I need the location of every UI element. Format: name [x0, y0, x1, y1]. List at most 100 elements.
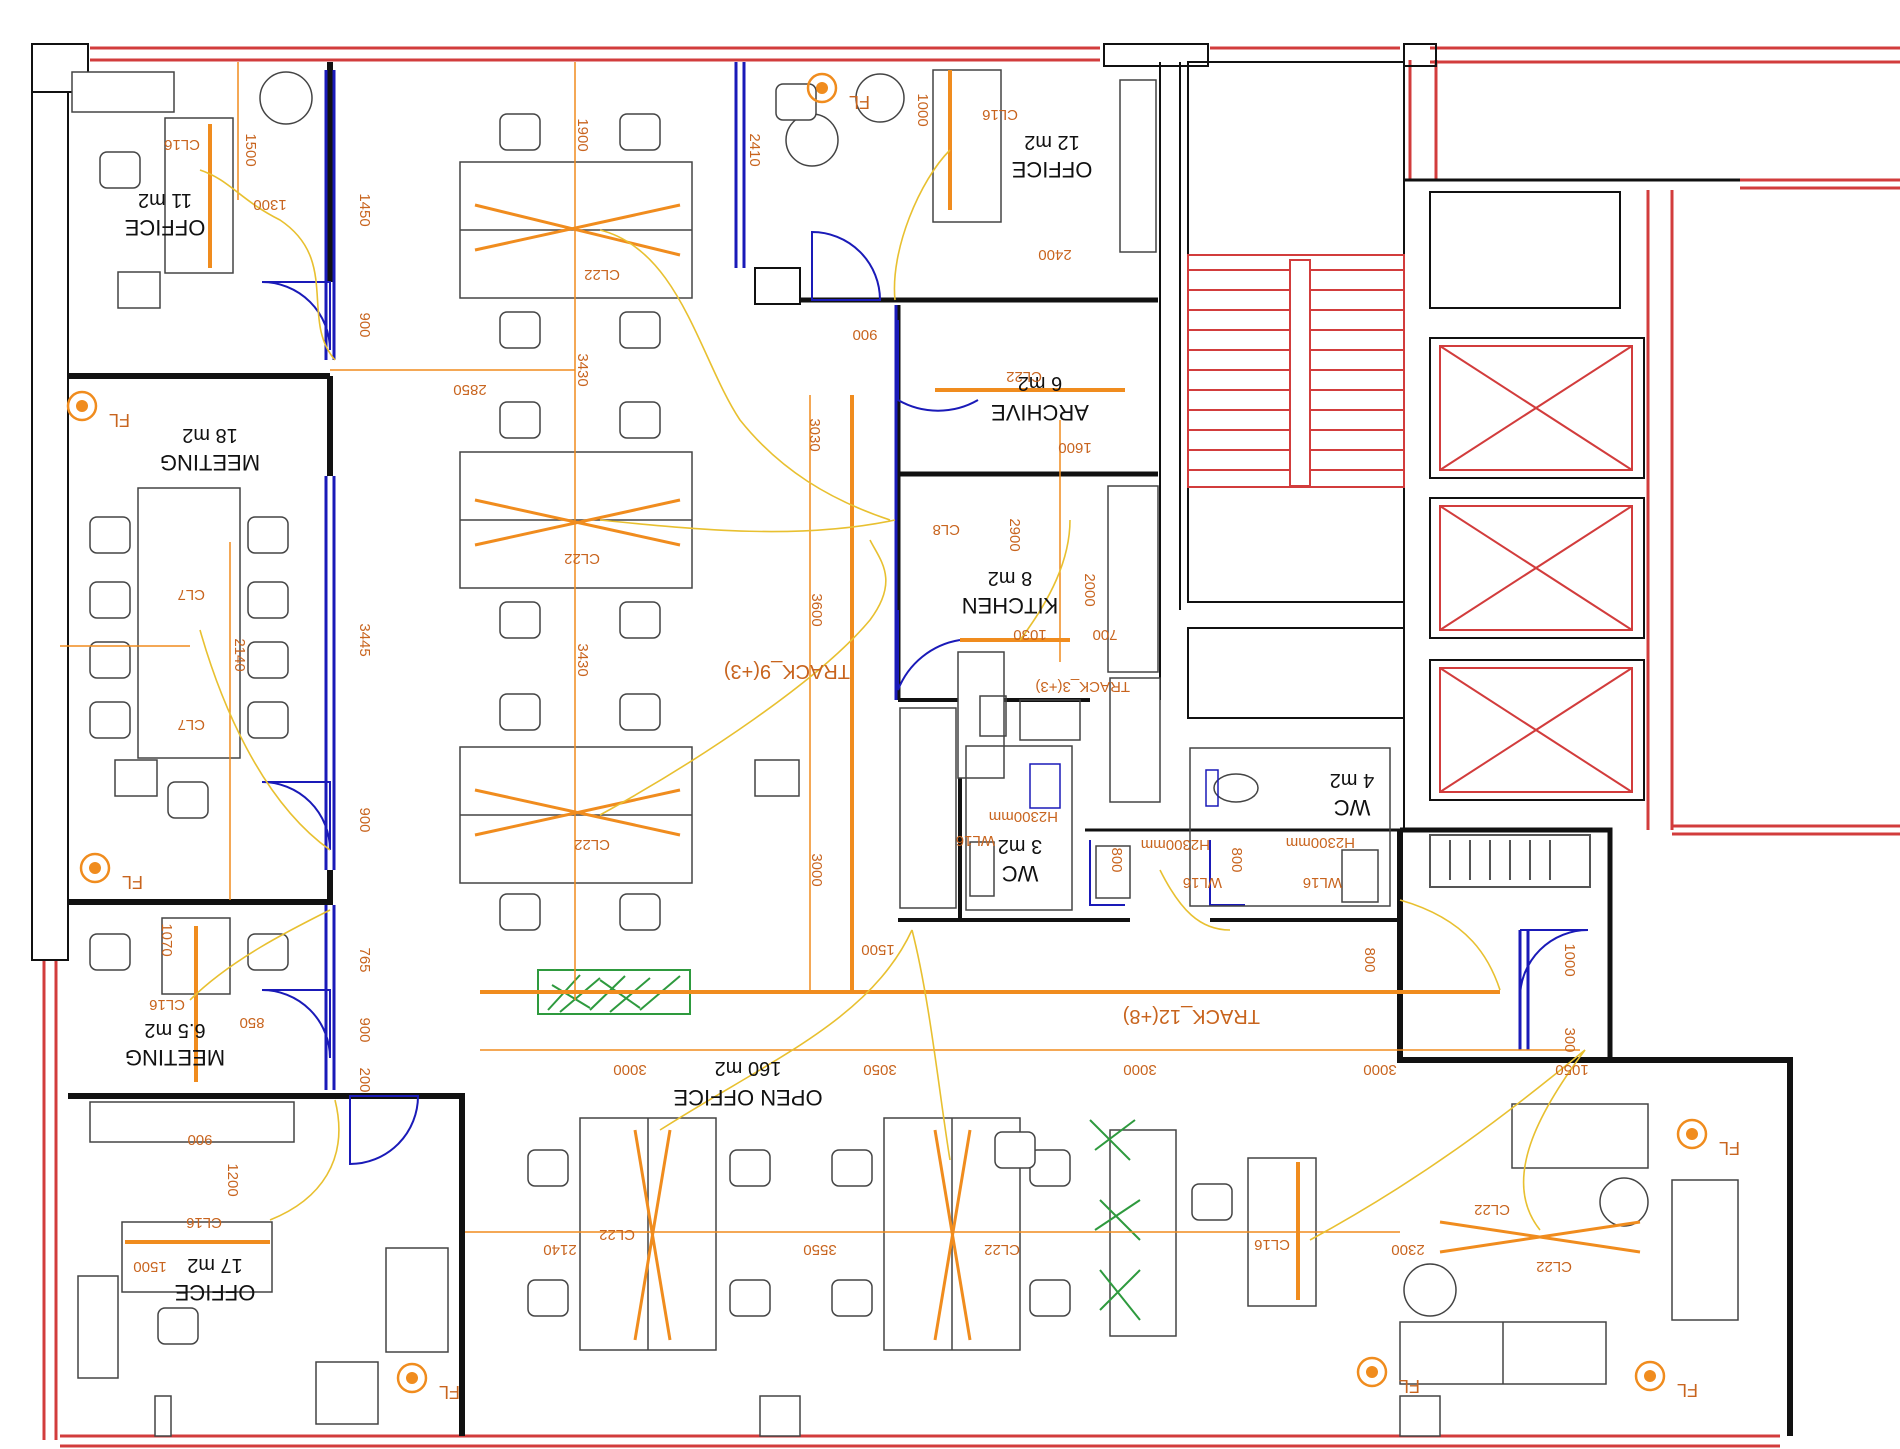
ceiling-lamps	[474, 203, 1641, 1341]
room-meeting-18: MEETING 18 m2	[160, 424, 260, 475]
dimension-label: 1300	[253, 196, 286, 213]
dimension-label: 1200	[224, 1163, 241, 1196]
room-area: 11 m2	[138, 189, 192, 211]
chair	[527, 1149, 569, 1187]
dimension-label: 1070	[158, 923, 175, 956]
chair	[619, 601, 661, 639]
chair	[499, 893, 541, 931]
height-label: H2300mm	[989, 808, 1058, 825]
height-label: H2300mm	[1286, 834, 1355, 851]
room-area: 3 m2	[998, 835, 1042, 857]
dimension-label: 800	[1228, 847, 1245, 872]
dimension-label: 1050	[1555, 1061, 1588, 1078]
room-name: WC	[1334, 795, 1371, 820]
track-label: TRACK_12(+8)	[1123, 1005, 1260, 1027]
lamp-label: CL7	[177, 716, 205, 733]
chair	[831, 1279, 873, 1317]
dimension-label: 1030	[1013, 626, 1046, 643]
lamp-label: WL16	[1183, 874, 1222, 891]
chair	[89, 641, 131, 679]
chair	[89, 701, 131, 739]
lamp-label: CL8	[932, 521, 960, 538]
dimension-label: 2140	[231, 638, 248, 671]
dimension-label: 800	[1361, 947, 1378, 972]
dimension-label: 3430	[574, 353, 591, 386]
dimension-label: 2850	[453, 381, 486, 398]
chair	[89, 581, 131, 619]
lamp-label: CL22	[1474, 1201, 1510, 1218]
lamp-label: WL16	[1303, 874, 1342, 891]
chair	[831, 1149, 873, 1187]
wiring	[189, 149, 1586, 1241]
chair	[619, 893, 661, 931]
room-office-ne: OFFICE 12 m2	[1012, 131, 1093, 182]
dimension-label: 300	[1561, 1027, 1578, 1052]
floor-lamp-label: FL	[1719, 1138, 1740, 1158]
lamp-labels: CL16 CL16 CL7 CL7 CL16 CL16 CL22 CL8 WL1…	[149, 106, 1572, 1275]
dimension-label: 3445	[356, 623, 373, 656]
floor-lamp-label: FL	[1677, 1380, 1698, 1400]
room-name: ARCHIVE	[991, 400, 1089, 425]
room-area: 17 m2	[187, 1254, 243, 1276]
dimension-label: 700	[1092, 626, 1117, 643]
dimension-label: 1500	[242, 133, 259, 166]
dimension-label: 3550	[803, 1241, 836, 1258]
floor-lamp-label: FL	[849, 92, 870, 112]
dimension-label: 900	[356, 807, 373, 832]
room-area: 6.5 m2	[144, 1019, 205, 1041]
dimension-label: 1500	[133, 1258, 166, 1275]
floor-lamp-icon: FL	[1356, 1356, 1420, 1396]
lamp-label: CL22	[584, 266, 620, 283]
height-labels: H2300mm H2300mm H2300mm	[989, 808, 1355, 853]
floor-lamp-icon: FL	[396, 1362, 460, 1402]
chairs	[89, 83, 1233, 1345]
dimension-label: 900	[356, 312, 373, 337]
room-area: 4 m2	[1330, 769, 1374, 791]
lamp-label: CL22	[1536, 1258, 1572, 1275]
dimension-label: 3600	[808, 593, 825, 626]
dimension-label: 1450	[356, 193, 373, 226]
dimension-label: 3000	[808, 853, 825, 886]
lamp-label: CL22	[574, 836, 610, 853]
chair	[89, 516, 131, 554]
chair	[1029, 1149, 1071, 1187]
dimension-label: 3000	[1123, 1061, 1156, 1078]
height-label: H2300mm	[1141, 836, 1210, 853]
dimension-label: 900	[852, 326, 877, 343]
lamp-label: CL7	[177, 586, 205, 603]
chair	[1029, 1279, 1071, 1317]
room-kitchen: KITCHEN 8 m2	[962, 567, 1059, 618]
dimension-label: 765	[356, 947, 373, 972]
room-meeting-65: MEETING 6.5 m2	[125, 1019, 225, 1070]
floor-lamp-icon: FL	[79, 852, 143, 892]
chair	[499, 601, 541, 639]
room-name: WC	[1002, 861, 1039, 886]
facade	[42, 46, 1900, 1448]
chair	[527, 1279, 569, 1317]
room-area: 6 m2	[1018, 372, 1062, 394]
floor-lamp-label: FL	[122, 872, 143, 892]
dimension-label: 3000	[613, 1061, 646, 1078]
dimension-label: 2140	[543, 1241, 576, 1258]
chair	[499, 693, 541, 731]
room-office-sw: OFFICE 17 m2	[175, 1254, 256, 1305]
room-name: OFFICE	[125, 215, 206, 240]
lamp-label: CL22	[564, 550, 600, 567]
dimension-label: 1500	[861, 941, 894, 958]
sanitary-fixtures	[965, 695, 1391, 911]
dimension-label: 3050	[863, 1061, 896, 1078]
chair	[619, 113, 661, 151]
dimension-label: 1600	[1058, 439, 1091, 456]
dimension-label: 2400	[1038, 246, 1071, 263]
lamp-label: CL16	[1254, 1236, 1290, 1253]
dimension-label: 800	[1108, 847, 1125, 872]
dimension-label: 900	[187, 1131, 212, 1148]
room-name: OFFICE	[175, 1280, 256, 1305]
dimension-label: 900	[356, 1017, 373, 1042]
lamp-label: CL22	[984, 1241, 1020, 1258]
chair	[247, 581, 289, 619]
room-name: OFFICE	[1012, 157, 1093, 182]
floor-lamp-label: FL	[109, 410, 130, 430]
chair	[499, 113, 541, 151]
